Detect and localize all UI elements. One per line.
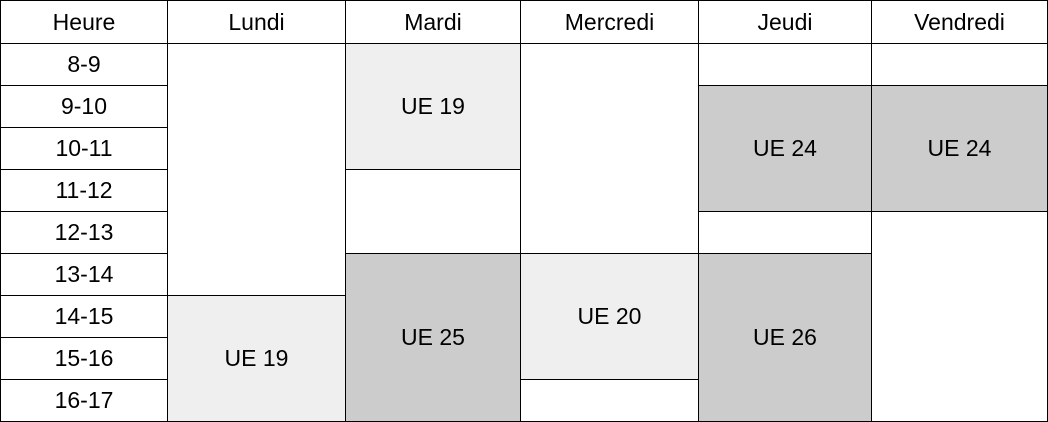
- table-row: 13-14 UE 25 UE 20 UE 26: [0, 253, 1048, 422]
- hour-cell: 14-15: [0, 295, 168, 338]
- table-row: 8-9 UE 19: [0, 43, 1048, 296]
- course-cell-mardi-ue25: UE 25: [345, 253, 521, 422]
- header-day-vendredi: Vendredi: [871, 0, 1048, 44]
- hour-cell: 15-16: [0, 337, 168, 380]
- header-day-jeudi: Jeudi: [698, 0, 872, 44]
- empty-slot: [698, 211, 872, 254]
- hour-cell: 16-17: [0, 379, 168, 422]
- empty-slot: [167, 43, 346, 296]
- table-row: 16-17: [0, 379, 1048, 422]
- header-day-mercredi: Mercredi: [520, 0, 699, 44]
- empty-slot: [871, 43, 1048, 86]
- empty-slot: [520, 379, 699, 422]
- header-day-lundi: Lundi: [167, 0, 346, 44]
- hour-cell: 12-13: [0, 211, 168, 254]
- empty-slot: [698, 43, 872, 86]
- table-row: 12-13: [0, 211, 1048, 422]
- hour-cell: 8-9: [0, 43, 168, 86]
- empty-slot: [345, 169, 521, 254]
- table-row: 9-10 UE 24 UE 24: [0, 85, 1048, 212]
- table-row: 11-12: [0, 169, 1048, 254]
- empty-slot: [871, 211, 1048, 422]
- hour-cell: 13-14: [0, 253, 168, 296]
- table-row: 15-16: [0, 337, 1048, 380]
- table-row: 14-15 UE 19: [0, 295, 1048, 422]
- course-cell-mardi-ue19: UE 19: [345, 43, 521, 170]
- course-cell-lundi-ue19: UE 19: [167, 295, 346, 422]
- header-row: Heure Lundi Mardi Mercredi Jeudi Vendred…: [0, 0, 1048, 44]
- hour-cell: 11-12: [0, 169, 168, 212]
- course-cell-mercredi-ue20: UE 20: [520, 253, 699, 380]
- hour-cell: 9-10: [0, 85, 168, 128]
- course-cell-vendredi-ue24: UE 24: [871, 85, 1048, 212]
- course-cell-jeudi-ue26: UE 26: [698, 253, 872, 422]
- empty-slot: [520, 43, 699, 254]
- hour-cell: 10-11: [0, 127, 168, 170]
- header-hour: Heure: [0, 0, 168, 44]
- header-day-mardi: Mardi: [345, 0, 521, 44]
- course-cell-jeudi-ue24: UE 24: [698, 85, 872, 212]
